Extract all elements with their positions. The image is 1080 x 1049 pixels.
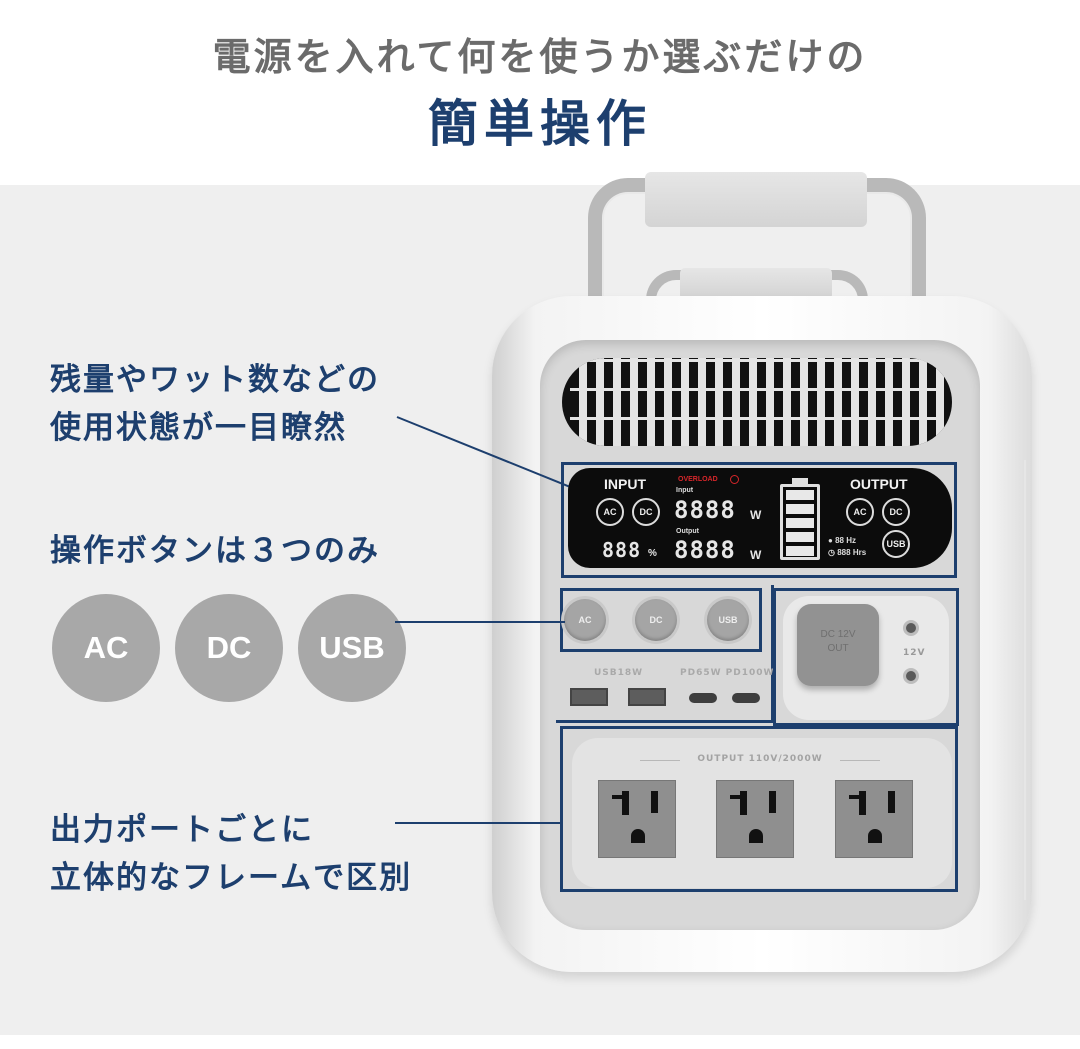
output-watts: 8888 (674, 536, 736, 564)
lcd-highlight-frame (561, 462, 957, 578)
usb-c-port-pd65[interactable] (689, 693, 717, 703)
output-small-label: Output (676, 528, 699, 535)
lcd-input-label: INPUT (604, 476, 646, 492)
battery-icon (780, 484, 820, 560)
dc-12v-socket-cap[interactable]: DC 12V OUT (797, 604, 879, 686)
battery-percent: 888 (602, 538, 642, 562)
subtitle: 電源を入れて何を使うか選ぶだけの (212, 35, 868, 79)
handle-grip-rear (680, 268, 832, 300)
ac-button-illustration: AC (52, 594, 160, 702)
ac-outlet-2[interactable] (716, 780, 794, 858)
lcd-input-dc-icon: DC (632, 498, 660, 526)
lcd-output-usb-icon: USB (882, 530, 910, 558)
ac-outlet-1[interactable] (598, 780, 676, 858)
dc-jack-label: 12V (903, 648, 926, 658)
lcd-output-ac-icon: AC (846, 498, 874, 526)
lcd-output-dc-icon: DC (882, 498, 910, 526)
control-buttons-frame (560, 588, 762, 652)
lcd-display: INPUT AC DC 888 % OVERLOAD Input 8888 W … (568, 468, 952, 568)
clock-icon: ◷ (828, 548, 835, 557)
dc-jack-1[interactable] (903, 620, 919, 636)
dc-power-button[interactable]: DC (635, 599, 677, 641)
callout-buttons: 操作ボタンは３つのみ (50, 533, 380, 569)
leader-line-ports (395, 822, 561, 824)
vent-grille (562, 358, 952, 446)
ac-power-button[interactable]: AC (564, 599, 606, 641)
dc-ports-frame (773, 588, 959, 726)
input-small-label: Input (676, 487, 694, 494)
callout-ports: 出力ポートごとに 立体的なフレームで区別 (50, 812, 413, 896)
usb-button-illustration: USB (298, 594, 406, 702)
lcd-input-ac-icon: AC (596, 498, 624, 526)
hz-icon: ● (828, 536, 833, 545)
lcd-output-label: OUTPUT (850, 476, 908, 492)
pd-port-label: PD65W PD100W (680, 668, 775, 678)
ac-output-label: OUTPUT 110V/2000W (640, 754, 880, 764)
side-rail (1024, 460, 1026, 900)
header: 電源を入れて何を使うか選ぶだけの 簡単操作 (0, 0, 1080, 185)
ac-outlet-3[interactable] (835, 780, 913, 858)
usb-c-port-pd100[interactable] (732, 693, 760, 703)
leader-line-buttons (395, 621, 565, 623)
battery-cap (792, 478, 808, 485)
page-title: 簡単操作 (428, 95, 652, 153)
input-watt-unit: W (750, 508, 762, 522)
warning-icon (730, 475, 739, 484)
output-watt-unit: W (750, 548, 762, 562)
hz-readout: ● 88 Hz (828, 536, 856, 545)
hours-readout: ◷ 888 Hrs (828, 548, 867, 557)
callout-display: 残量やワット数などの 使用状態が一目瞭然 (50, 362, 380, 446)
handle-grip (645, 172, 867, 227)
input-watts: 8888 (674, 496, 736, 524)
dc-button-illustration: DC (175, 594, 283, 702)
bottom-strip (0, 1035, 1080, 1049)
usb-a-port-2[interactable] (628, 688, 666, 706)
usb-port-label: USB18W (594, 668, 644, 678)
percent-unit: % (648, 548, 657, 559)
usb-ports-frame (556, 585, 774, 723)
usb-power-button[interactable]: USB (707, 599, 749, 641)
ac-outlets-frame (560, 726, 958, 892)
overload-indicator: OVERLOAD (678, 476, 718, 483)
dc-jack-2[interactable] (903, 668, 919, 684)
usb-a-port-1[interactable] (570, 688, 608, 706)
